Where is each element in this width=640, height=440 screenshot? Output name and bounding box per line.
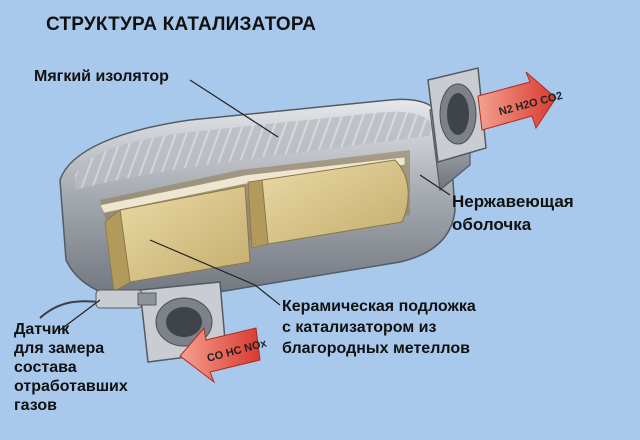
oxygen-sensor bbox=[39, 289, 157, 319]
label-ceramic-substrate: Керамическая подложка с катализатором из… bbox=[282, 298, 476, 357]
ceramic-substrate bbox=[104, 159, 409, 293]
leader-insulator bbox=[189, 79, 279, 138]
leader-substrate bbox=[149, 239, 281, 306]
label-gas-sensor: Датчик для замера состава отработавших г… bbox=[14, 321, 128, 414]
leader-sensor bbox=[59, 299, 101, 331]
label-stainless-shell: Нержавеющая оболочка bbox=[452, 192, 574, 234]
diagram-title: СТРУКТУРА КАТАЛИЗАТОРА bbox=[46, 14, 317, 35]
label-soft-insulator: Мягкий изолятор bbox=[34, 68, 169, 85]
outlet-gas-arrow: N2 H2O CO2 bbox=[477, 71, 564, 131]
leader-shell bbox=[419, 174, 451, 196]
inlet-gas-arrow: CO HC NOx bbox=[179, 326, 269, 384]
outlet-flange bbox=[427, 67, 487, 163]
leader-lines bbox=[59, 79, 451, 331]
